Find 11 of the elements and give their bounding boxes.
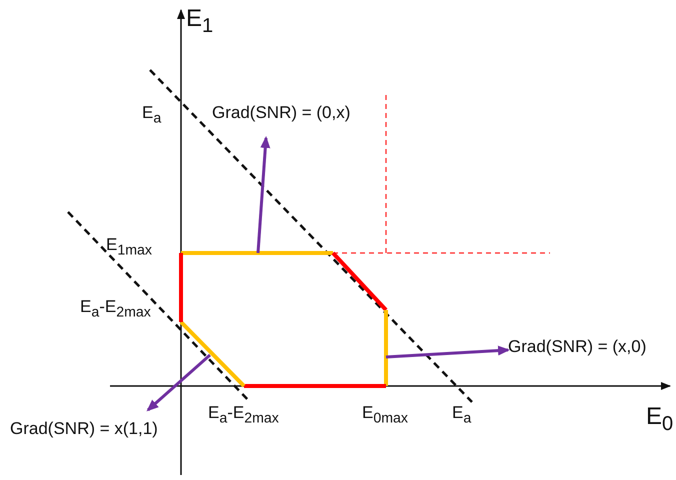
value-label: E$_{0max}$	[362, 404, 408, 427]
value-label: E$_{a}$-E$_{2max}$	[208, 404, 279, 427]
value-label: E$_{1max}$	[106, 236, 152, 259]
gradient-label: Grad(SNR) = x(1,1)	[10, 420, 158, 439]
value-label: E$_{a}$	[452, 404, 472, 427]
gradient-label: Grad(SNR) = (x,0)	[508, 338, 646, 357]
gradient-label: Grad(SNR) = (0,x)	[212, 104, 350, 123]
value-label: E$_{a}$	[142, 104, 162, 127]
axis-label: E$_{0}$	[646, 404, 674, 435]
value-label: E$_{a}$-E$_{2max}$	[80, 298, 151, 321]
axis-label: E$_{1}$	[186, 6, 214, 37]
